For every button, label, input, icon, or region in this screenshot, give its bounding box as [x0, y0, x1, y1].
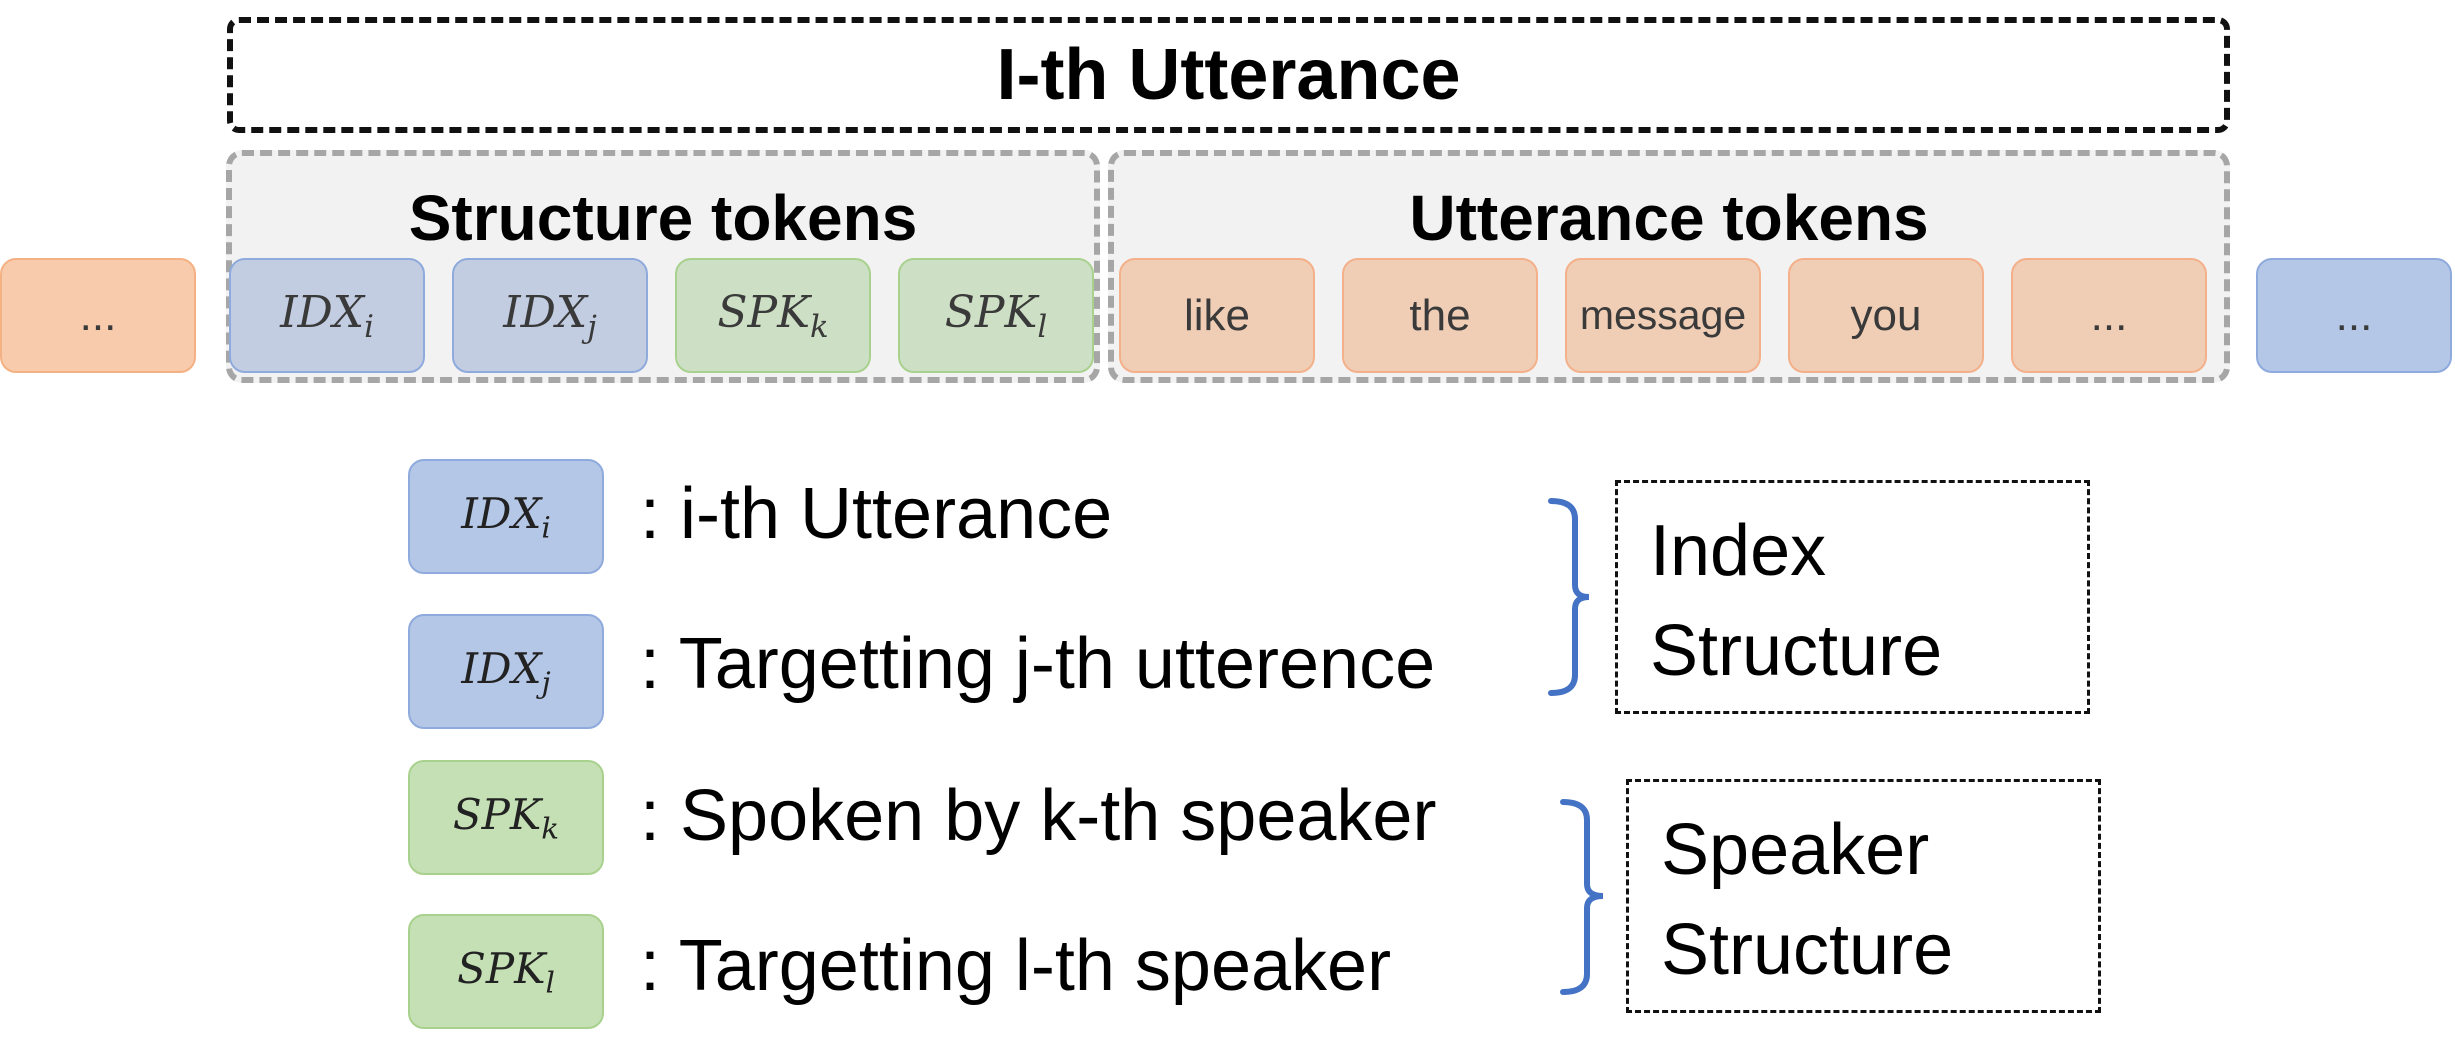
utterance-token: like [1119, 258, 1315, 373]
right-ellipsis-text: ... [2335, 290, 2373, 340]
utterance-token-text: message [1579, 292, 1747, 338]
right-ellipsis-token: ... [2256, 258, 2452, 373]
index-structure-box: Index Structure [1615, 480, 2090, 714]
structure-token-spk-k: SPKk [675, 258, 871, 373]
utterance-token: you [1788, 258, 1984, 373]
speaker-structure-box: Speaker Structure [1626, 779, 2101, 1013]
structure-tokens-label: Structure tokens [408, 182, 918, 254]
structure-token-idx-i: IDXi [229, 258, 425, 373]
utterance-token: message [1565, 258, 1761, 373]
token-base: IDX [461, 488, 542, 538]
utterance-token-text: you [1850, 290, 1922, 340]
utterance-header: I-th Utterance [227, 17, 2230, 133]
speaker-brace-icon [1560, 799, 1604, 995]
index-structure-line1: Index [1650, 511, 1827, 591]
speaker-structure-line2: Structure [1661, 910, 1954, 990]
token-sub: l [1037, 308, 1048, 345]
utterance-token-text: like [1183, 290, 1251, 340]
legend-token-idx-i: IDXi [408, 459, 604, 574]
legend-token-spk-k: SPKk [408, 760, 604, 875]
token-sub: k [809, 308, 829, 345]
legend-desc-idx-i: : i-th Utterance [640, 474, 1113, 554]
token-base: SPK [457, 943, 546, 993]
utterance-token-text: the [1409, 290, 1471, 340]
token-sub: k [541, 811, 560, 846]
token-sub: i [541, 510, 551, 545]
utterance-token-text: ... [2090, 290, 2128, 340]
utterance-token: ... [2011, 258, 2207, 373]
utterance-title: I-th Utterance [996, 35, 1461, 115]
legend-token-spk-l: SPKl [408, 914, 604, 1029]
token-base: SPK [944, 286, 1038, 338]
index-brace-icon [1548, 498, 1590, 696]
left-ellipsis-token: ... [0, 258, 196, 373]
structure-token-spk-l: SPKl [898, 258, 1094, 373]
token-sub: j [541, 665, 551, 700]
index-structure-line2: Structure [1650, 611, 1943, 691]
legend-desc-spk-k: : Spoken by k-th speaker [640, 776, 1437, 856]
token-sub: i [364, 308, 374, 345]
token-base: IDX [461, 643, 542, 693]
token-base: IDX [280, 286, 365, 338]
legend-token-idx-j: IDXj [408, 614, 604, 729]
utterance-tokens-label: Utterance tokens [1409, 182, 1929, 254]
token-sub: l [545, 965, 555, 1000]
legend-desc-idx-j: : Targetting j-th utterence [640, 624, 1436, 704]
speaker-structure-line1: Speaker [1661, 810, 1930, 890]
token-base: SPK [452, 789, 542, 839]
token-base: IDX [503, 286, 588, 338]
structure-token-idx-j: IDXj [452, 258, 648, 373]
token-sub: j [587, 308, 597, 345]
legend-desc-spk-l: : Targetting l-th speaker [640, 926, 1392, 1006]
left-ellipsis-text: ... [79, 290, 117, 340]
token-base: SPK [717, 286, 810, 338]
utterance-token: the [1342, 258, 1538, 373]
